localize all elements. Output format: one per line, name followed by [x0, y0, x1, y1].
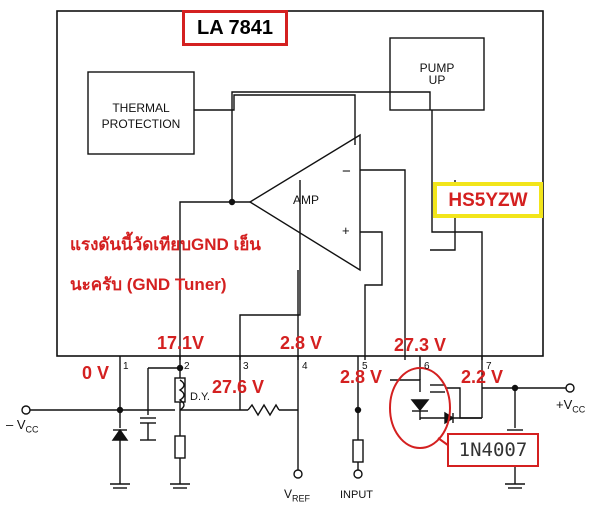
ic-outline: [56, 10, 544, 357]
amp-plus: +: [342, 223, 350, 238]
pin-number-6: 6: [424, 361, 430, 372]
pin-number-2: 2: [184, 361, 190, 372]
thermal-block: [87, 71, 195, 155]
pin-number-7: 7: [486, 361, 492, 372]
neg-vcc-terminal: [21, 405, 31, 415]
voltage-pin5: 2.8 V: [340, 367, 383, 387]
amp-label: AMP: [293, 193, 320, 207]
pin-number-1: 1: [123, 361, 129, 372]
highlight-ellipse: [389, 367, 451, 449]
voltage-pin1: 0 V: [82, 363, 110, 383]
note-line-1: แรงดันนี้วัดเทียบGND เย็น: [70, 235, 261, 254]
pos-vcc-label: +VCC: [556, 397, 586, 415]
voltage-pin4: 2.8 V: [280, 333, 323, 353]
amp-triangle: [248, 133, 361, 272]
pump-up-label: PUMP UP: [419, 61, 455, 87]
dy-label: D.Y.: [190, 391, 210, 403]
chip-title: LA 7841: [182, 10, 288, 46]
pin-number-4: 4: [302, 361, 308, 372]
amp-minus: −: [342, 163, 351, 180]
author-tag: HS5YZW: [433, 182, 543, 218]
voltage-pin7: 2.2 V: [461, 367, 504, 387]
pin-number-5: 5: [362, 361, 368, 372]
voltage-pin2: 17.1V: [157, 333, 205, 353]
neg-vcc-label: – VCC: [6, 417, 39, 435]
voltage-pin6: 27.3 V: [394, 335, 447, 355]
note-line-2: นะครับ (GND Tuner): [70, 275, 227, 294]
pin-number-3: 3: [243, 361, 249, 372]
pump-up-block: [389, 37, 485, 111]
thermal-label: THERMAL PROTECTION: [101, 101, 181, 131]
vref-label: VREF: [284, 487, 311, 504]
input-label: INPUT: [340, 489, 373, 501]
voltage-pin3: 27.6 V: [212, 377, 265, 397]
pos-vcc-terminal: [565, 383, 575, 393]
diode-part-label: 1N4007: [447, 433, 539, 467]
